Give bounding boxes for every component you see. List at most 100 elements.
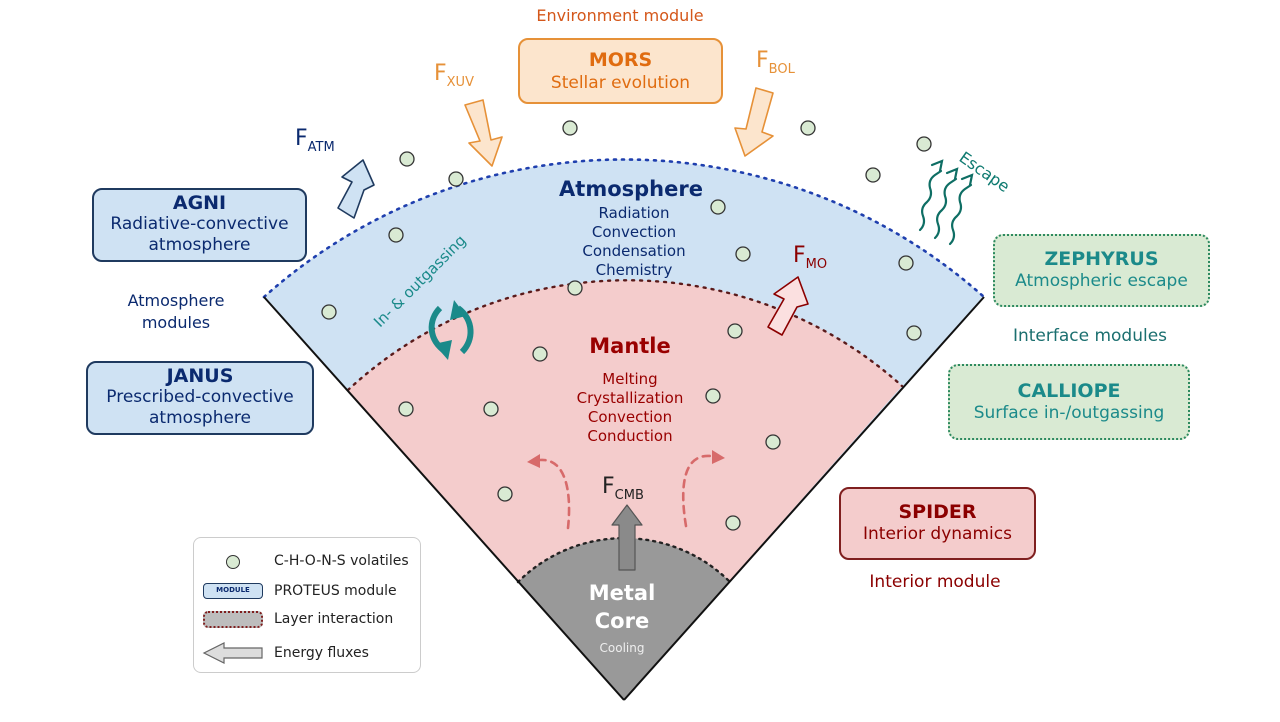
mors-module-box[interactable]: MORS Stellar evolution — [518, 38, 723, 104]
convection-arrowhead-right — [712, 450, 725, 464]
atmosphere-process-3: Condensation — [582, 242, 685, 260]
volatile-dot — [765, 434, 781, 450]
volatile-dots — [321, 120, 932, 531]
atm-flux-arrow — [337, 159, 375, 219]
legend-item-interaction: Layer interaction — [194, 610, 422, 630]
calliope-module-name: CALLIOPE — [1017, 380, 1121, 402]
module-badge-text: MODULE — [216, 586, 250, 594]
agni-module-desc-line2: atmosphere — [148, 235, 251, 255]
core-labels: Metal Core Cooling — [589, 581, 656, 655]
volatile-dot — [710, 199, 726, 215]
agni-module-box[interactable]: AGNI Radiative-convective atmosphere — [92, 188, 307, 262]
spider-module-name: SPIDER — [898, 501, 977, 523]
agni-module-desc-line1: Radiative-convective — [110, 214, 289, 234]
legend-interaction-label: Layer interaction — [274, 611, 394, 627]
xuv-flux-arrow — [464, 99, 503, 167]
atmosphere-group-label: Atmosphere modules — [96, 290, 256, 334]
legend: C-H-O-N-S volatiles MODULE PROTEUS modul… — [193, 537, 421, 673]
legend-energy-label: Energy fluxes — [274, 645, 369, 661]
wedge-right-edge — [623, 296, 985, 701]
mantle-title: Mantle — [589, 334, 671, 358]
mantle-process-2: Crystallization — [577, 389, 684, 407]
environment-group-label: Environment module — [536, 6, 704, 25]
volatile-dot — [448, 171, 464, 187]
convection-arrows — [538, 454, 712, 530]
atmosphere-process-1: Radiation — [599, 204, 670, 222]
volatile-dot — [727, 323, 743, 339]
atmosphere-process-2: Convection — [592, 223, 676, 241]
mors-module-name: MORS — [588, 49, 653, 71]
cmb-flux-label: FCMB — [602, 474, 644, 503]
janus-module-box[interactable]: JANUS Prescribed-convective atmosphere — [86, 361, 314, 435]
volatile-dot — [916, 136, 932, 152]
atmosphere-group-label-line2: modules — [141, 313, 211, 332]
janus-module-desc-line1: Prescribed-convective — [106, 387, 294, 407]
escape-arrows — [918, 159, 974, 246]
mo-flux-label: FMO — [793, 243, 827, 272]
mo-flux-arrow — [767, 276, 809, 336]
volatile-dot — [898, 255, 914, 271]
atmosphere-title: Atmosphere — [559, 177, 703, 201]
energy-flux-icon — [202, 642, 263, 664]
bol-flux-arrow — [734, 87, 774, 157]
volatile-dot — [800, 120, 816, 136]
mantle-process-3: Convection — [588, 408, 672, 426]
calliope-module-desc: Surface in-/outgassing — [973, 403, 1165, 423]
wedge-left-edge — [263, 296, 625, 701]
interaction-swatch-icon — [203, 611, 263, 628]
core-title-line2: Core — [595, 609, 649, 633]
atmosphere-group-label-line1: Atmosphere — [127, 291, 225, 310]
atmosphere-process-4: Chemistry — [596, 261, 673, 279]
bol-flux-label: FBOL — [756, 48, 796, 77]
volatile-dot — [483, 401, 499, 417]
volatile-dot — [321, 304, 337, 320]
core-process: Cooling — [600, 641, 645, 655]
core-title-line1: Metal — [589, 581, 656, 605]
xuv-flux-label: FXUV — [434, 61, 474, 90]
surface-boundary — [346, 279, 904, 392]
mors-module-desc: Stellar evolution — [550, 73, 691, 93]
mantle-process-4: Conduction — [587, 427, 672, 445]
convection-arrowhead-left — [527, 454, 540, 468]
atmosphere-labels: Atmosphere Radiation Convection Condensa… — [559, 177, 703, 279]
agni-module-name: AGNI — [172, 192, 227, 214]
volatile-dot — [399, 151, 415, 167]
volatile-dot — [735, 246, 751, 262]
interior-group-label: Interior module — [869, 572, 1001, 592]
volatile-dot — [562, 120, 578, 136]
atm-flux-label: FATM — [295, 126, 335, 155]
legend-item-energy: Energy fluxes — [194, 642, 422, 664]
zephyrus-module-desc: Atmospheric escape — [1015, 271, 1188, 291]
cmb-boundary — [516, 536, 732, 584]
outgassing-arrows — [428, 300, 474, 360]
legend-item-module: MODULE PROTEUS module — [194, 582, 422, 602]
janus-module-name: JANUS — [166, 365, 234, 387]
mantle-labels: Mantle Melting Crystallization Convectio… — [577, 334, 684, 445]
volatile-dot — [865, 167, 881, 183]
volatile-dot — [725, 515, 741, 531]
legend-module-label: PROTEUS module — [274, 583, 397, 599]
mantle-layer — [348, 280, 902, 700]
spider-module-desc: Interior dynamics — [863, 524, 1012, 544]
volatile-dot — [497, 486, 513, 502]
atmosphere-top-boundary — [262, 158, 986, 299]
mantle-process-1: Melting — [602, 370, 657, 388]
volatile-dot — [532, 346, 548, 362]
volatile-dot — [398, 401, 414, 417]
legend-volatiles-label: C-H-O-N-S volatiles — [274, 553, 409, 569]
cmb-flux-arrow — [611, 504, 643, 571]
interface-group-label: Interface modules — [1012, 326, 1168, 346]
volatile-dot — [388, 227, 404, 243]
zephyrus-module-box[interactable]: ZEPHYRUS Atmospheric escape — [993, 234, 1210, 307]
module-badge-icon: MODULE — [203, 583, 263, 599]
calliope-module-box[interactable]: CALLIOPE Surface in-/outgassing — [948, 364, 1190, 440]
volatile-dot — [906, 325, 922, 341]
legend-item-volatiles: C-H-O-N-S volatiles — [194, 552, 422, 572]
volatile-dot — [705, 388, 721, 404]
volatile-dot — [567, 280, 583, 296]
zephyrus-module-name: ZEPHYRUS — [1044, 248, 1159, 270]
spider-module-box[interactable]: SPIDER Interior dynamics — [839, 487, 1036, 560]
volatile-dot-icon — [226, 555, 240, 569]
